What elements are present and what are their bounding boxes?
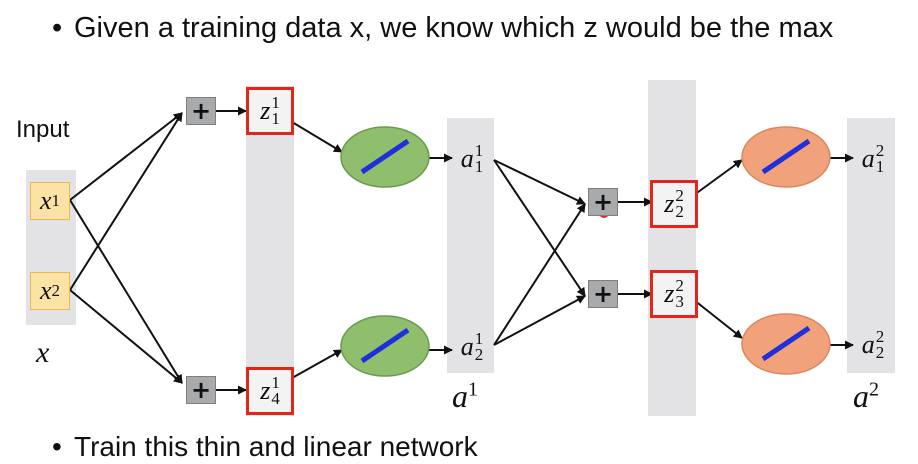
edge-z11-act1 <box>291 121 343 153</box>
sum-node-4: + <box>186 376 216 404</box>
edge-x2-plus4 <box>69 289 183 384</box>
bullet-bottom-text: Train this thin and linear network <box>74 431 478 462</box>
edge-a11-plus2 <box>493 159 586 205</box>
sum-node-3: + <box>588 280 618 308</box>
activation-layer1-top <box>340 126 430 188</box>
bullet-top: • Given a training data x, we know which … <box>52 11 882 45</box>
edge-z23-act4 <box>693 299 743 339</box>
activation-layer1-bottom <box>340 315 430 377</box>
edge-a12-plus3 <box>493 295 586 346</box>
z-layer1-column <box>246 86 294 416</box>
hidden-layer-caption: a1 <box>452 378 478 414</box>
bullet-top-text: Given a training data x, we know which z… <box>74 12 834 44</box>
a-layer2-column <box>847 118 895 373</box>
bullet-dot: • <box>52 12 63 44</box>
output-layer-caption: a2 <box>853 378 879 414</box>
edge-z22-act3 <box>693 159 743 196</box>
bullet-dot: • <box>52 431 62 462</box>
sum-node-1: + <box>186 97 216 125</box>
sum-node-2: + <box>588 188 618 216</box>
a-layer1-column <box>447 118 494 373</box>
activation-layer2-bottom <box>741 313 831 375</box>
edge-a12-plus2 <box>493 203 586 346</box>
edge-z14-act2 <box>291 349 343 379</box>
z-layer2-column <box>648 80 696 416</box>
bullet-bottom: • Train this thin and linear network <box>52 430 478 463</box>
edge-a11-plus3 <box>493 159 586 297</box>
edge-x2-plus1 <box>69 112 183 291</box>
edge-x1-plus4 <box>69 199 183 384</box>
input-layer-caption: x <box>36 336 50 369</box>
edge-x1-plus1 <box>69 112 183 201</box>
input-label: Input <box>16 116 70 143</box>
activation-layer2-top <box>741 126 831 188</box>
